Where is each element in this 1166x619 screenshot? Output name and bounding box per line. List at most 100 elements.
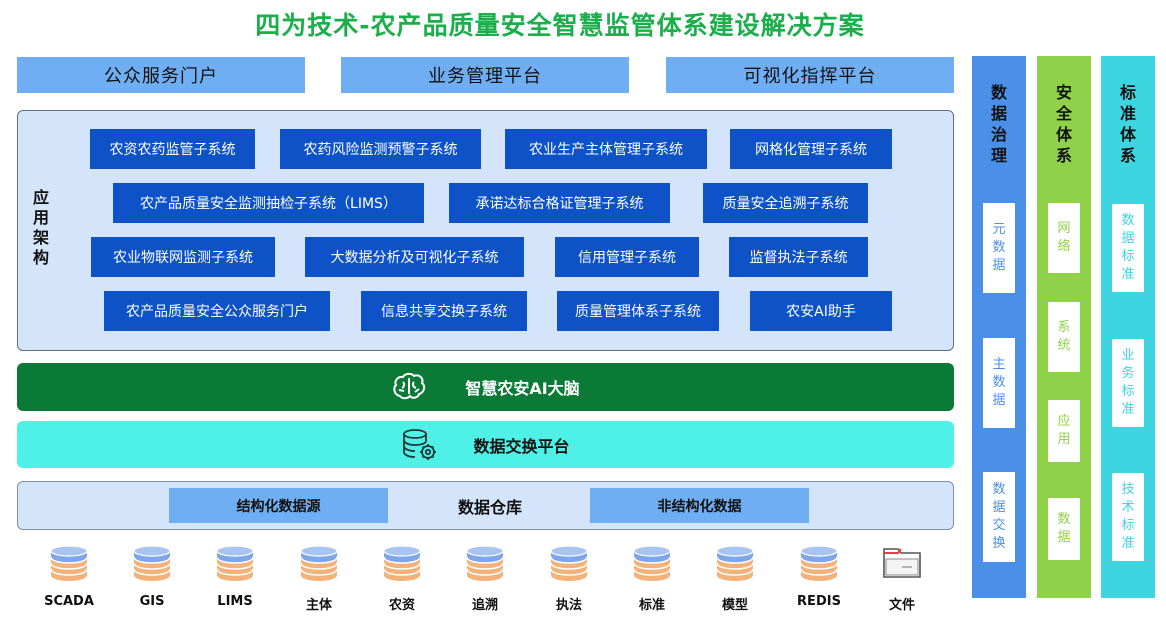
data-source-label-file: 文件 xyxy=(888,598,915,613)
subsystem-compliance-certificate[interactable]: 承诺达标合格证管理子系统 xyxy=(449,183,670,223)
brain-icon xyxy=(393,372,426,400)
portal-visual-command[interactable]: 可视化指挥平台 xyxy=(666,57,954,93)
side-column-title-security-system: 安全体系 xyxy=(1037,82,1091,166)
subsystem-credit-management[interactable]: 信用管理子系统 xyxy=(555,237,699,277)
side-column-title-char: 标 xyxy=(1119,83,1136,102)
side-item-char: 络 xyxy=(1057,239,1071,254)
database-lims-icon[interactable] xyxy=(215,543,255,583)
database-agri-input-icon[interactable] xyxy=(382,543,422,583)
data-source-label-lims: LIMS xyxy=(217,594,253,609)
data-exchange-label: 数据交换平台 xyxy=(473,436,570,456)
side-item-data-governance-2[interactable]: 数据交换 xyxy=(983,472,1015,562)
side-item-standard-system-2[interactable]: 技术标准 xyxy=(1112,473,1144,561)
data-source-label-scada: SCADA xyxy=(44,594,94,609)
portal-public-service[interactable]: 公众服务门户 xyxy=(17,57,305,93)
side-column-title-char: 据 xyxy=(990,104,1007,123)
portal-business-management[interactable]: 业务管理平台 xyxy=(341,57,629,93)
side-column-title-char: 治 xyxy=(990,125,1007,144)
side-item-char: 标 xyxy=(1121,518,1135,533)
side-item-standard-system-0[interactable]: 数据标准 xyxy=(1112,204,1144,292)
subsystem-pesticide-risk-warning[interactable]: 农药风险监测预警子系统 xyxy=(280,129,481,169)
side-item-char: 标 xyxy=(1121,249,1135,264)
data-source-label-entity: 主体 xyxy=(305,598,332,613)
structured-data-source[interactable]: 结构化数据源 xyxy=(169,488,388,523)
side-column-title-char: 数 xyxy=(990,83,1007,102)
side-item-char: 据 xyxy=(1057,530,1071,545)
side-item-char: 据 xyxy=(1121,231,1135,246)
database-gear-icon xyxy=(403,428,437,460)
side-item-char: 准 xyxy=(1121,402,1135,417)
side-item-char: 数 xyxy=(992,482,1006,497)
side-item-data-governance-0[interactable]: 元数据 xyxy=(983,203,1015,293)
data-source-label-gis: GIS xyxy=(139,594,165,609)
side-column-title-char: 体 xyxy=(1055,125,1072,144)
side-item-char: 元 xyxy=(992,222,1006,237)
side-item-char: 用 xyxy=(1057,432,1071,447)
data-warehouse-label: 数据仓库 xyxy=(457,498,522,517)
subsystem-agri-input-pesticide[interactable]: 农资农药监管子系统 xyxy=(90,129,255,169)
database-redis-icon[interactable] xyxy=(799,543,839,583)
database-gis-icon[interactable] xyxy=(132,543,172,583)
side-column-title-char: 系 xyxy=(1055,146,1072,165)
side-item-char: 技 xyxy=(1121,482,1135,497)
ai-brain-label: 智慧农安AI大脑 xyxy=(465,379,580,398)
unstructured-data[interactable]: 非结构化数据 xyxy=(590,488,809,523)
ai-brain-bar[interactable]: 智慧农安AI大脑 xyxy=(17,363,954,411)
side-item-data-governance-1[interactable]: 主数据 xyxy=(983,338,1015,428)
data-source-label-traceability: 追溯 xyxy=(471,598,498,613)
side-column-title-char: 全 xyxy=(1055,104,1072,123)
subsystem-traceability[interactable]: 质量安全追溯子系统 xyxy=(703,183,868,223)
subsystem-ai-assistant[interactable]: 农安AI助手 xyxy=(750,291,892,331)
data-source-label-model: 模型 xyxy=(721,598,748,613)
side-item-char: 交 xyxy=(992,518,1006,533)
side-item-char: 术 xyxy=(1121,500,1135,515)
side-item-security-system-0[interactable]: 网络 xyxy=(1048,203,1080,273)
side-column-title-char: 体 xyxy=(1119,125,1136,144)
side-item-standard-system-1[interactable]: 业务标准 xyxy=(1112,339,1144,427)
database-scada-icon[interactable] xyxy=(49,543,89,583)
subsystem-info-sharing[interactable]: 信息共享交换子系统 xyxy=(361,291,527,331)
side-column-title-char: 系 xyxy=(1119,146,1136,165)
subsystem-quality-management[interactable]: 质量管理体系子系统 xyxy=(557,291,719,331)
side-item-char: 数 xyxy=(1121,213,1135,228)
side-column-title-standard-system: 标准体系 xyxy=(1101,82,1155,166)
subsystem-public-service-portal[interactable]: 农产品质量安全公众服务门户 xyxy=(104,291,330,331)
side-item-char: 数 xyxy=(992,375,1006,390)
data-source-label-standard: 标准 xyxy=(638,598,665,613)
side-column-title-char: 准 xyxy=(1119,104,1136,123)
page-title: 四为技术-农产品质量安全智慧监管体系建设解决方案 xyxy=(255,11,865,40)
database-traceability-icon[interactable] xyxy=(465,543,505,583)
subsystem-lims[interactable]: 农产品质量安全监测抽检子系统（LIMS） xyxy=(113,183,424,223)
side-item-char: 换 xyxy=(992,536,1006,551)
side-item-char: 务 xyxy=(1121,366,1135,381)
folder-icon[interactable] xyxy=(882,543,922,583)
database-entity-icon[interactable] xyxy=(299,543,339,583)
side-item-char: 标 xyxy=(1121,384,1135,399)
side-item-char: 准 xyxy=(1121,536,1135,551)
side-item-security-system-2[interactable]: 应用 xyxy=(1048,400,1080,462)
database-standard-icon[interactable] xyxy=(632,543,672,583)
subsystem-grid-management[interactable]: 网格化管理子系统 xyxy=(730,129,892,169)
subsystem-production-entity[interactable]: 农业生产主体管理子系统 xyxy=(505,129,707,169)
application-architecture-label: 应用架构 xyxy=(32,188,49,267)
data-source-label-agri-input: 农资 xyxy=(388,598,415,613)
subsystem-big-data-visualization[interactable]: 大数据分析及可视化子系统 xyxy=(305,237,524,277)
side-item-char: 准 xyxy=(1121,267,1135,282)
subsystem-iot-monitoring[interactable]: 农业物联网监测子系统 xyxy=(91,237,275,277)
side-item-security-system-3[interactable]: 数据 xyxy=(1048,498,1080,560)
data-source-label-enforcement: 执法 xyxy=(555,598,582,613)
side-item-char: 网 xyxy=(1057,221,1071,236)
data-exchange-bar[interactable]: 数据交换平台 xyxy=(17,421,954,468)
side-item-char: 据 xyxy=(992,393,1006,408)
database-enforcement-icon[interactable] xyxy=(549,543,589,583)
side-item-char: 统 xyxy=(1057,338,1071,353)
side-item-char: 据 xyxy=(992,500,1006,515)
side-item-security-system-1[interactable]: 系统 xyxy=(1048,302,1080,372)
subsystem-law-enforcement[interactable]: 监督执法子系统 xyxy=(729,237,868,277)
side-column-title-data-governance: 数据治理 xyxy=(972,82,1026,166)
side-item-char: 应 xyxy=(1057,414,1071,429)
database-model-icon[interactable] xyxy=(715,543,755,583)
side-item-char: 据 xyxy=(992,258,1006,273)
data-source-label-redis: REDIS xyxy=(797,594,841,609)
side-item-char: 系 xyxy=(1057,320,1071,335)
